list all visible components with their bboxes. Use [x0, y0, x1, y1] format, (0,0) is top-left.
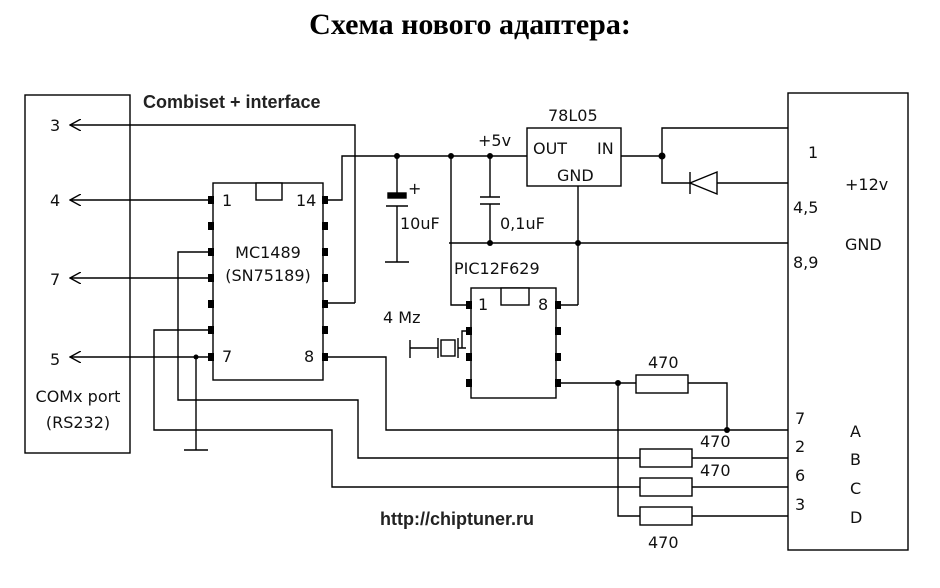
conn-label-gnd: GND	[845, 235, 882, 254]
regulator-in: IN	[597, 139, 614, 158]
mc1489-pin-7-label: 7	[222, 347, 232, 366]
page-title: Схема нового адаптера:	[309, 8, 631, 41]
pic-notch	[500, 287, 530, 306]
connector-box	[787, 92, 909, 551]
cap2-label: 0,1uF	[500, 214, 545, 233]
resistor-c	[639, 477, 693, 497]
mc1489-pin-1-label: 1	[222, 191, 232, 210]
conn-pin-7: 7	[795, 409, 805, 428]
regulator-box	[526, 127, 622, 187]
mc1489-alt-name: (SN75189)	[225, 266, 311, 285]
pic-name: PIC12F629	[454, 259, 540, 278]
mc1489-pin-8-label: 8	[304, 347, 314, 366]
conn-pin-89: 8,9	[793, 253, 818, 272]
regulator-out: OUT	[533, 139, 567, 158]
url-label: http://chiptuner.ru	[380, 509, 534, 529]
resistor-b-label: 470	[700, 432, 731, 451]
com-port-sublabel: (RS232)	[46, 413, 110, 432]
resistor-top	[635, 374, 689, 394]
crystal-label: 4 Mz	[383, 308, 420, 327]
pic-pin-1-label: 1	[478, 295, 488, 314]
conn-pin-6: 6	[795, 466, 805, 485]
conn-pin-3: 3	[795, 495, 805, 514]
mc1489-pin-14-label: 14	[296, 191, 316, 210]
regulator-gnd: GND	[557, 166, 594, 185]
conn-pin-2: 2	[795, 437, 805, 456]
cap1-label: 10uF	[400, 214, 440, 233]
com-port-label: COMx port	[36, 387, 121, 406]
resistor-b	[639, 448, 693, 468]
conn-label-a: A	[850, 422, 861, 441]
cap1-plus: +	[408, 179, 421, 198]
supply-label: +5v	[478, 131, 511, 150]
conn-label-c: C	[850, 479, 861, 498]
resistor-top-label: 470	[648, 353, 679, 372]
pic-chip	[470, 287, 557, 399]
conn-label-b: B	[850, 450, 861, 469]
resistor-c-label: 470	[700, 461, 731, 480]
com-pin-7: 7	[50, 270, 60, 289]
pic-pin-8-label: 8	[538, 295, 548, 314]
conn-label-d: D	[850, 508, 862, 527]
conn-pin-45: 4,5	[793, 198, 818, 217]
conn-label-12v: +12v	[845, 175, 888, 194]
resistor-d	[639, 506, 693, 526]
com-pin-4: 4	[50, 191, 60, 210]
mc1489-notch	[255, 182, 283, 201]
header-label: Combiset + interface	[143, 92, 321, 112]
mc1489-name: MC1489	[235, 243, 301, 262]
regulator-name: 78L05	[548, 106, 598, 125]
conn-pin-1: 1	[808, 143, 818, 162]
resistor-d-label: 470	[648, 533, 679, 552]
com-pin-3: 3	[50, 116, 60, 135]
com-pin-5: 5	[50, 350, 60, 369]
